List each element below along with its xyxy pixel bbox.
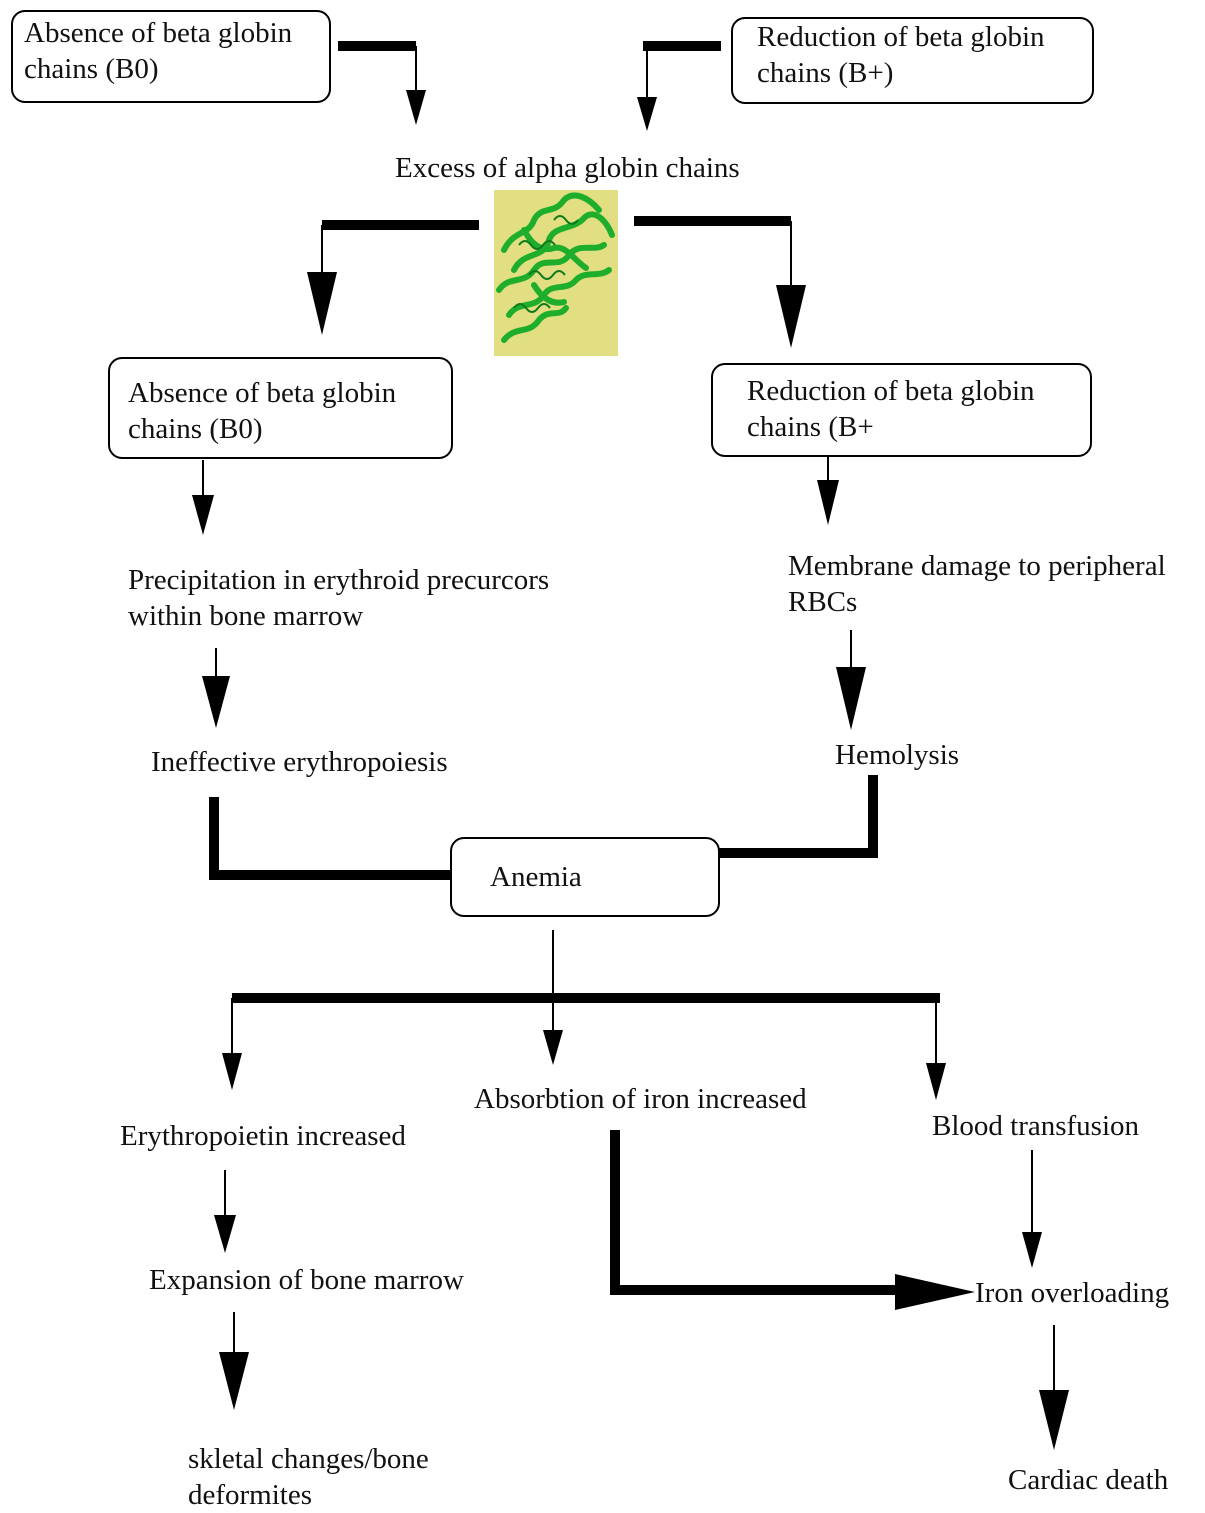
node-blood-transfusion: Blood transfusion <box>932 1110 1140 1142</box>
node-excess-alpha: Excess of alpha globin chains <box>395 152 740 184</box>
node-anemia: Anemia <box>490 861 582 893</box>
arrowhead-iron-overloading <box>1022 1232 1042 1268</box>
box-absence-mid <box>108 357 453 459</box>
box-absence-top <box>11 10 331 103</box>
node-erythropoietin: Erythropoietin increased <box>120 1120 406 1152</box>
node-expansion: Expansion of bone marrow <box>149 1264 464 1296</box>
arrowhead-precipitation <box>192 495 214 535</box>
node-cardiac-death: Cardiac death <box>1008 1464 1169 1496</box>
arrowheads <box>192 90 1069 1450</box>
connector-lines <box>202 41 1055 1395</box>
arrowhead-absorption <box>543 1030 563 1065</box>
node-precipitation: Precipitation in erythroid precurcors wi… <box>128 564 550 632</box>
node-absence-top: Absence of beta globin chains (B0) <box>24 17 293 85</box>
node-iron-overloading: Iron overloading <box>975 1277 1170 1309</box>
arrowhead-right-branch <box>776 285 806 348</box>
alpha-globin-protein-image <box>494 190 618 356</box>
arrowhead-iron-from-absorption <box>895 1274 975 1310</box>
arrowhead-expansion <box>214 1215 236 1253</box>
arrowhead-cardiac <box>1039 1390 1069 1450</box>
node-skeletal-changes: skletal changes/bone deformites <box>188 1443 429 1511</box>
arrowhead-erythropoietin <box>222 1053 242 1090</box>
node-absorption: Absorbtion of iron increased <box>474 1083 807 1115</box>
arrowhead-transfusion <box>926 1063 946 1100</box>
arrowhead-reduction-top <box>637 97 657 131</box>
box-reduction-mid <box>711 363 1092 457</box>
node-membrane-damage: Membrane damage to peripheral RBCs <box>788 550 1166 618</box>
arrowhead-hemolysis <box>836 667 866 730</box>
arrowhead-membrane <box>817 480 839 525</box>
node-reduction-mid: Reduction of beta globin chains (B+ <box>747 375 1035 443</box>
box-reduction-top <box>731 17 1094 104</box>
node-ineffective-erythropoiesis: Ineffective erythropoiesis <box>151 746 448 778</box>
node-hemolysis: Hemolysis <box>835 739 960 771</box>
box-anemia <box>450 837 720 917</box>
arrowhead-left-branch <box>307 272 337 335</box>
node-absence-mid: Absence of beta globin chains (B0) <box>128 377 397 445</box>
arrowhead-ineffective <box>202 676 230 728</box>
node-reduction-top: Reduction of beta globin chains (B+) <box>757 21 1045 89</box>
arrowhead-skeletal <box>219 1352 249 1410</box>
arrowhead-absence-top <box>406 90 426 125</box>
